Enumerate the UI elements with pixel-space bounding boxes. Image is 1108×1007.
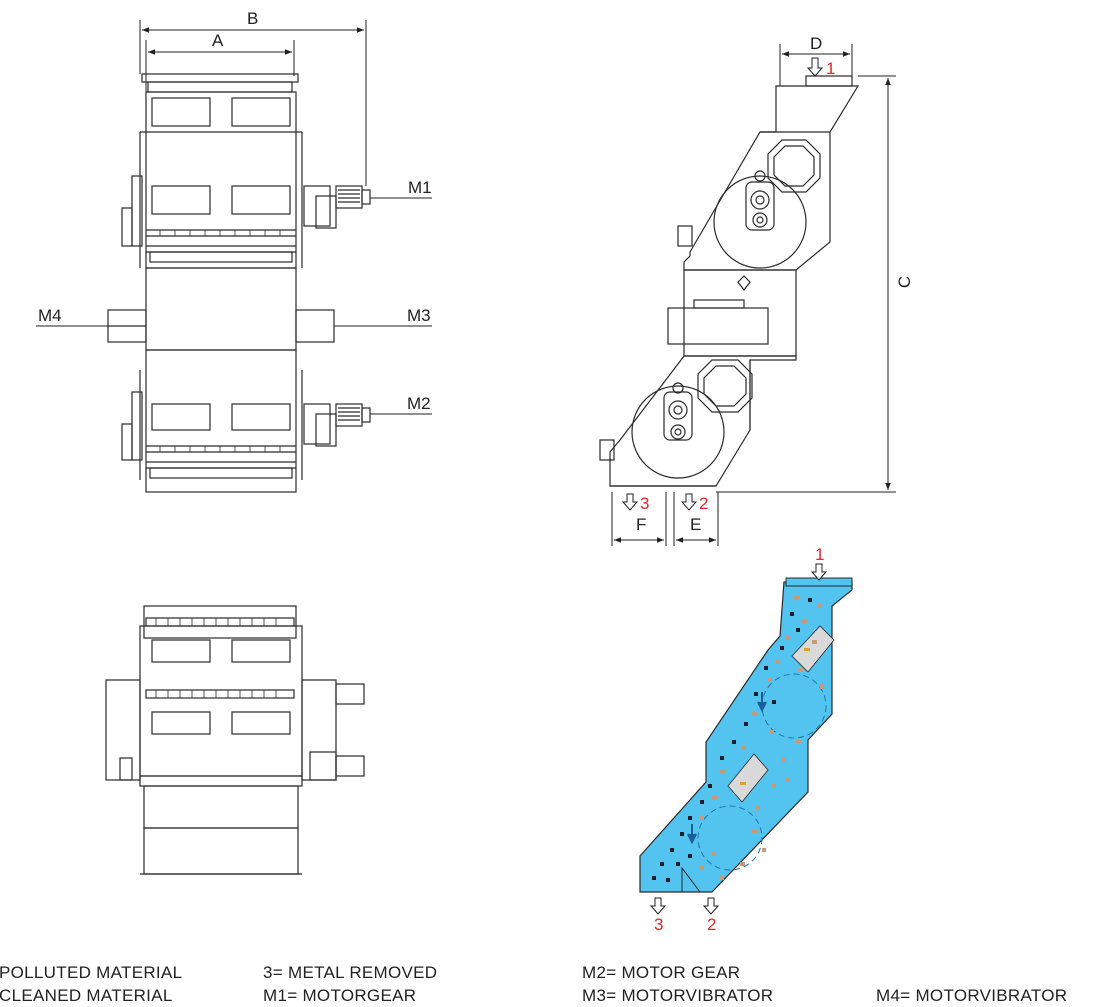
motor-m4-label: M4 [38, 306, 62, 325]
motor-m2-label: M2 [407, 394, 431, 413]
legend-column-3: M2= MOTOR GEAR M3= MOTORVIBRATOR [582, 961, 773, 1007]
dimension-a-label: A [212, 31, 224, 50]
dimension-d [779, 44, 853, 86]
inlet-marker: 1 [826, 59, 835, 78]
flow-clean-marker: 2 [707, 915, 716, 934]
bottom-view [105, 605, 365, 875]
legend-column-1: 1= POLLUTED MATERIAL 2= CLEANED MATERIAL [0, 961, 182, 1007]
legend-column-2: 3= METAL REMOVED M1= MOTORGEAR [263, 961, 437, 1007]
dimension-b [139, 20, 367, 186]
dimension-a [145, 40, 295, 92]
legend-item: 2= CLEANED MATERIAL [0, 986, 173, 1005]
legend-item: M1= MOTORGEAR [263, 986, 417, 1005]
dimension-e [673, 492, 719, 546]
legend-item: 3= METAL REMOVED [263, 963, 438, 982]
clean-outlet-marker: 2 [699, 494, 708, 513]
legend-item: 1= POLLUTED MATERIAL [0, 963, 183, 982]
dimension-c [716, 75, 896, 493]
dimension-c-label: C [895, 276, 914, 288]
clean-outlet-arrow-icon [680, 493, 698, 511]
dimension-d-label: D [810, 34, 822, 53]
motor-m1-label: M1 [408, 178, 432, 197]
legend-item: M4= MOTORVIBRATOR [876, 986, 1068, 1005]
flow-metal-arrow-icon [649, 897, 667, 915]
metal-outlet-marker: 3 [640, 494, 649, 513]
flow-inlet-marker: 1 [815, 545, 824, 564]
flow-metal-marker: 3 [654, 915, 663, 934]
motor-m3-label: M3 [407, 306, 431, 325]
dimension-f [611, 492, 667, 546]
legend-column-4: M4= MOTORVIBRATOR [876, 984, 1067, 1007]
inlet-arrow-icon [806, 57, 824, 77]
dimension-e-label: E [690, 515, 701, 534]
dimension-b-label: B [247, 9, 258, 28]
side-view [599, 75, 860, 487]
dimension-f-label: F [636, 515, 646, 534]
front-view [107, 73, 371, 493]
flow-inlet-arrow-icon [810, 563, 828, 581]
legend-item: M3= MOTORVIBRATOR [582, 986, 774, 1005]
legend-item: M2= MOTOR GEAR [582, 963, 741, 982]
flow-diagram [639, 577, 853, 893]
flow-clean-arrow-icon [702, 897, 720, 915]
metal-outlet-arrow-icon [621, 493, 639, 511]
